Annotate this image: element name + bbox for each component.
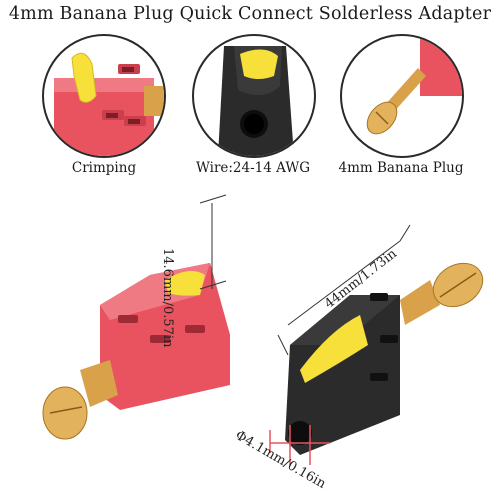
page-title: 4mm Banana Plug Quick Connect Solderless… bbox=[8, 4, 492, 24]
product-illustration bbox=[42, 194, 484, 465]
plug-caption: 4mm Banana Plug bbox=[338, 160, 464, 176]
banana-plug-detail-image bbox=[340, 34, 464, 158]
wire-entry-detail-image bbox=[192, 34, 316, 158]
black-adapter bbox=[285, 262, 484, 455]
crimping-caption: Crimping bbox=[71, 160, 137, 176]
red-adapter bbox=[42, 263, 230, 440]
wire-caption: Wire:24-14 AWG bbox=[195, 160, 311, 176]
height-dimension-label: 14.6mm/0.57in bbox=[160, 248, 175, 348]
crimping-detail-image bbox=[42, 34, 166, 158]
